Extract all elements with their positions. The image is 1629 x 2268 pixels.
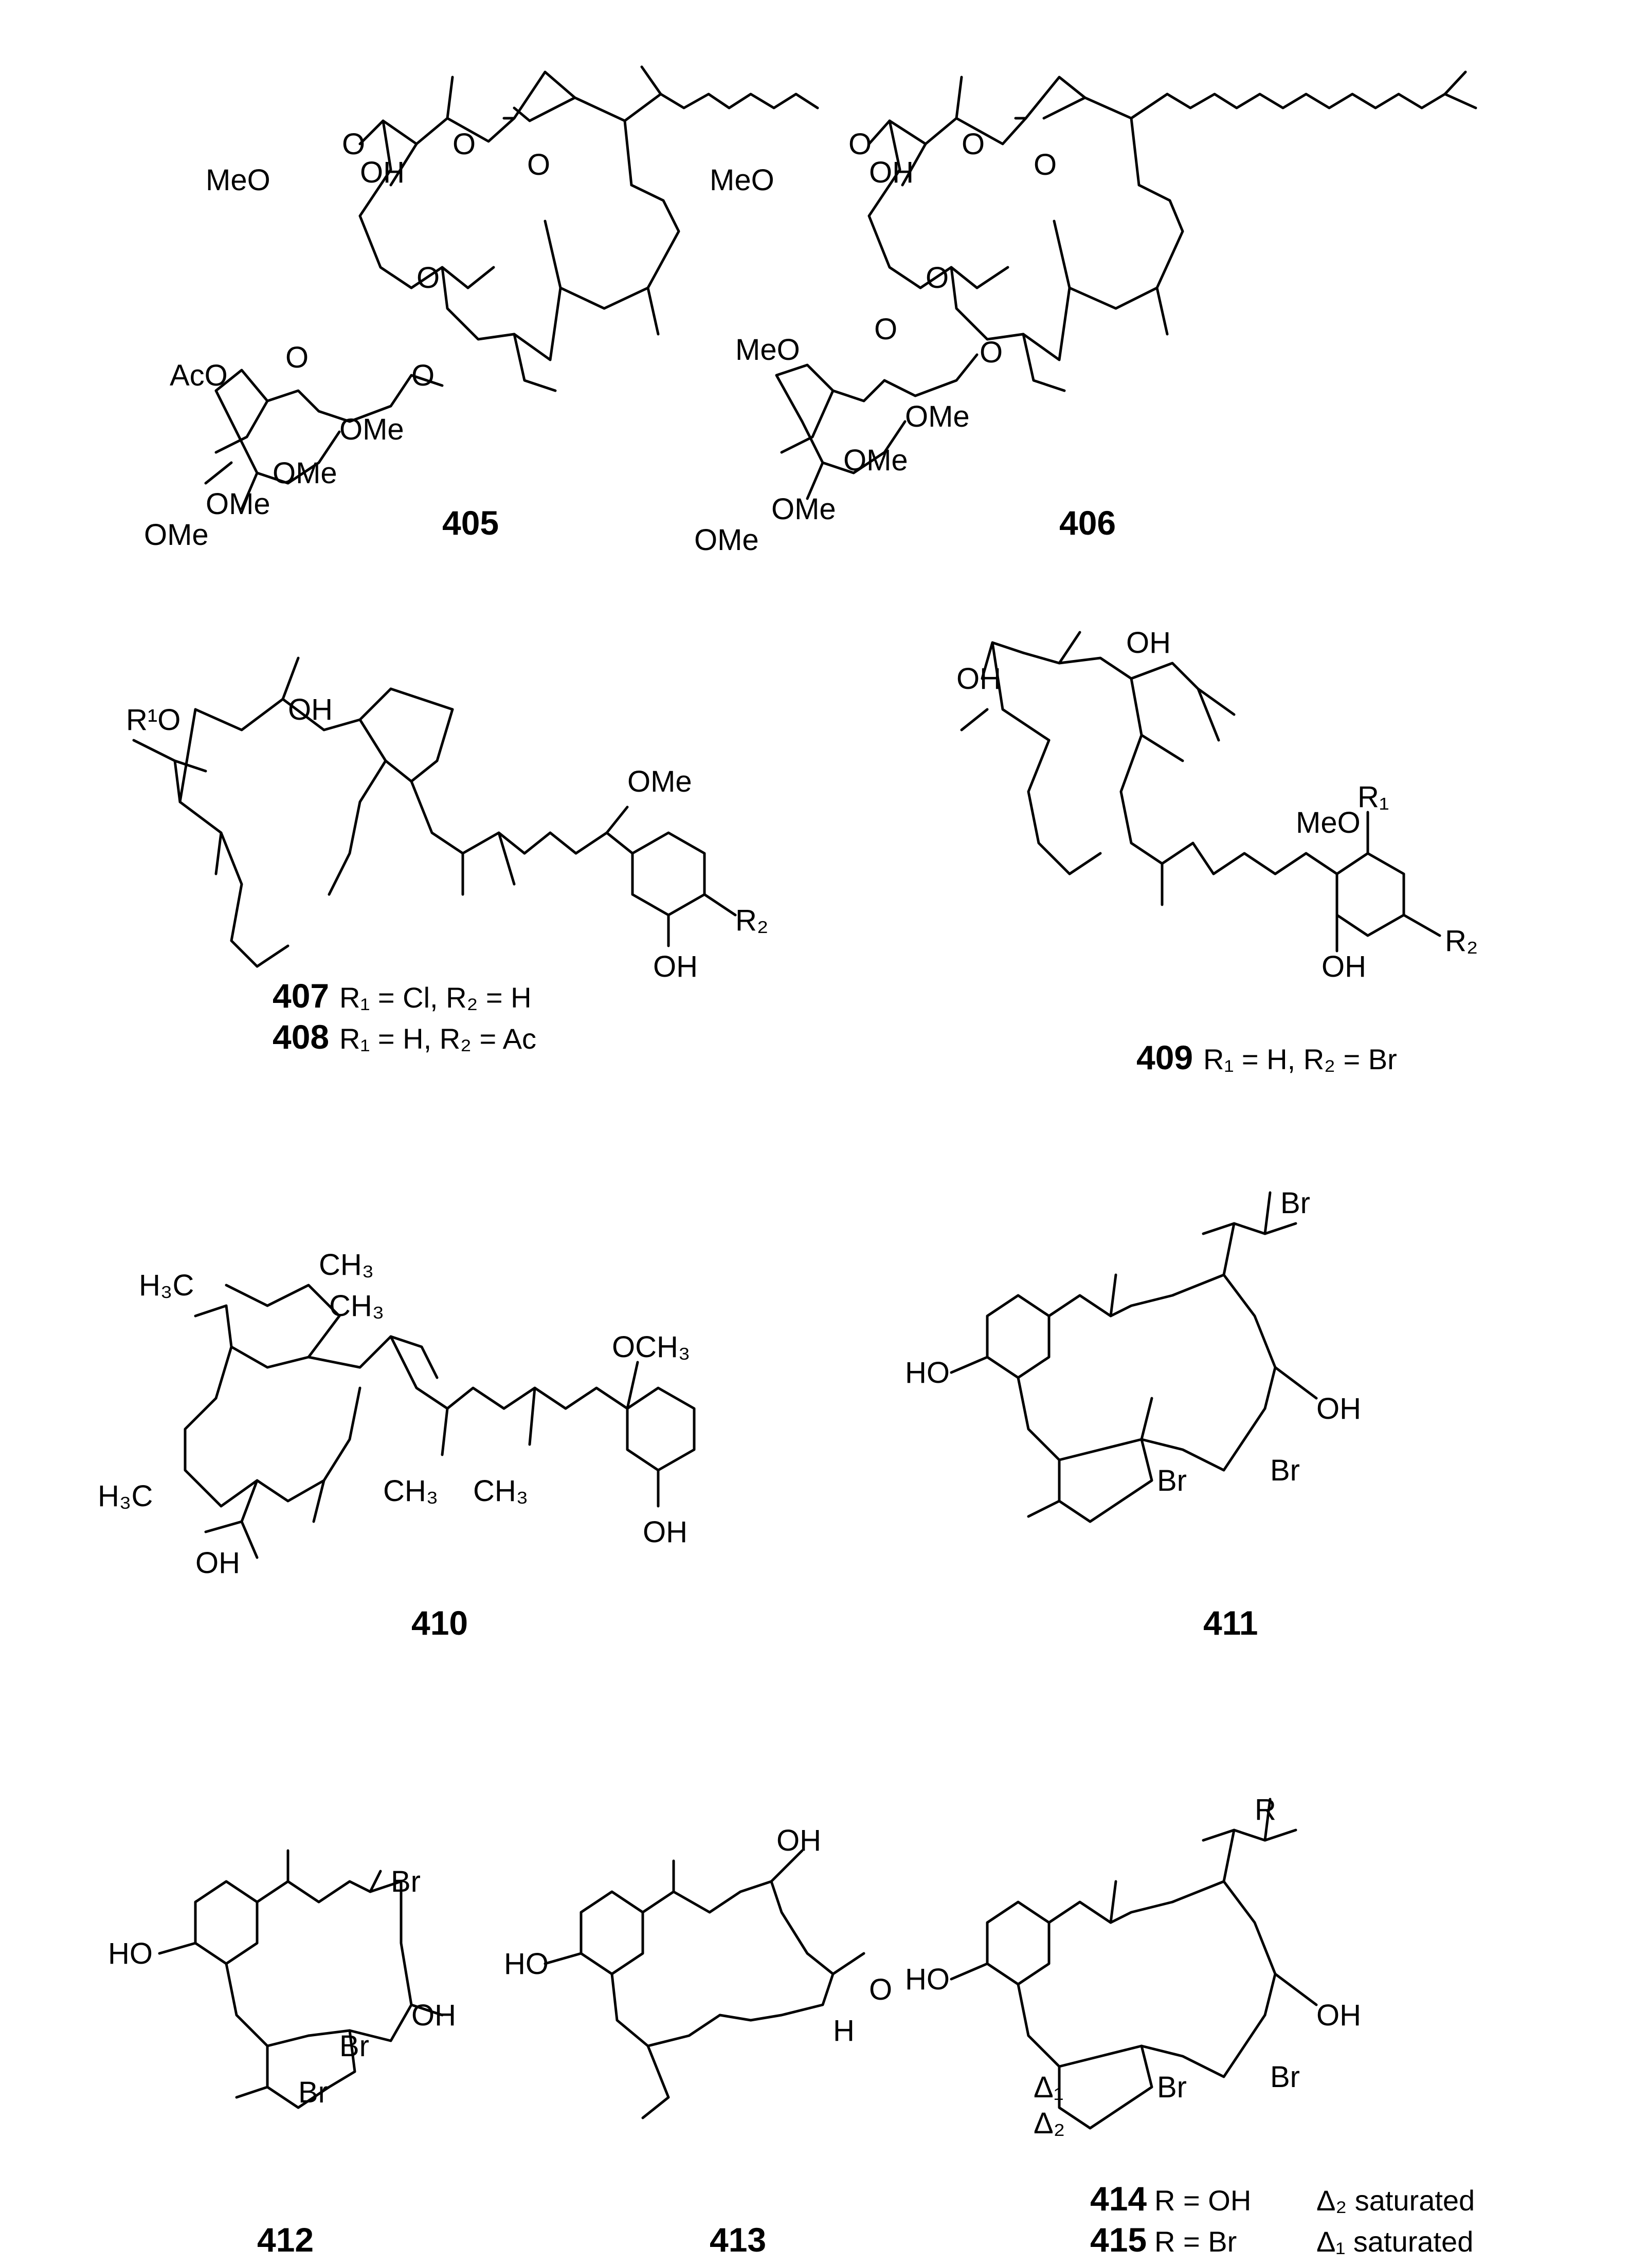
406-pyran-o: O	[926, 261, 949, 295]
412-number: 412	[257, 2221, 314, 2259]
compound-413: OH HO O H 413	[504, 1824, 892, 2259]
411-oh: OH	[1316, 1392, 1361, 1425]
411-br: Br	[1280, 1186, 1310, 1220]
409-r1: R₁	[1358, 780, 1389, 814]
409-number: 409	[1136, 1038, 1193, 1076]
compound-412: Br HO OH Br Br 412	[108, 1849, 456, 2259]
411-br-3: Br	[1157, 1464, 1187, 1497]
410-number: 410	[411, 1604, 468, 1642]
compound-410: H₃C CH₃ CH₃ OCH₃ H₃C OH CH₃ CH₃ OH 410	[98, 1248, 696, 1642]
405-ome-2: OMe	[273, 456, 337, 490]
414-delta-2: Δ₂	[1034, 2107, 1065, 2140]
410-och3: OCH₃	[612, 1330, 691, 1364]
410-ar-oh: OH	[643, 1515, 687, 1549]
408-number: 408	[273, 1018, 329, 1056]
410-ch3-d: CH₃	[473, 1474, 528, 1508]
413-ho: HO	[504, 1947, 549, 1981]
405-oh: OH	[360, 156, 405, 189]
407-r2: R₂	[735, 904, 768, 937]
compound-407: OH R¹O OMe OH R₂ 407 R₁ = Cl, R₂ = H 408…	[126, 656, 768, 1056]
411-ho: HO	[905, 1356, 950, 1389]
compound-405: OH O O O MeO AcO O OMe OMe OMe OMe O O 4…	[144, 65, 819, 552]
compound-406: OH O O O MeO MeO O OMe OMe OMe OMe O O 4…	[694, 70, 1477, 557]
407-r1o: R¹O	[126, 703, 180, 737]
406-ome-1: OMe	[905, 400, 970, 433]
406-link-o: O	[980, 336, 1003, 369]
405-aco: AcO	[170, 359, 228, 392]
412-br: Br	[391, 1865, 421, 1898]
407-ome: OMe	[627, 765, 692, 798]
405-link-o: O	[411, 359, 435, 392]
412-br-3: Br	[298, 2076, 328, 2109]
405-ester-o: O	[452, 127, 476, 161]
410-ch3-c: CH₃	[383, 1474, 438, 1508]
406-ome-4: OMe	[694, 523, 759, 557]
414-br-2: Br	[1157, 2071, 1187, 2104]
compound-411: Br HO OH Br Br 411	[905, 1186, 1361, 1642]
414-caption-delta: Δ₂ saturated	[1316, 2184, 1475, 2217]
406-meo-2: MeO	[735, 333, 800, 367]
405-number: 405	[442, 504, 499, 542]
410-ch3-b: CH₃	[329, 1289, 384, 1323]
413-h: H	[833, 2014, 855, 2047]
415-caption-r: R = Br	[1154, 2225, 1237, 2258]
405-ome-1: OMe	[339, 413, 404, 446]
405-ome-4: OMe	[144, 518, 209, 552]
410-ch3-a: CH₃	[319, 1248, 374, 1282]
408-caption: R₁ = H, R₂ = Ac	[339, 1022, 536, 1055]
410-h3c: H₃C	[139, 1269, 194, 1302]
compound-414: R HO OH Br Br Δ₁ Δ₂ 414 R = OH Δ₂ satura…	[905, 1793, 1475, 2259]
compound-409: OH OH MeO R₁ R₂ OH 409 R₁ = H, R₂ = Br	[956, 626, 1478, 1076]
409-ar-oh: OH	[1322, 950, 1366, 983]
406-ome-2: OMe	[843, 444, 908, 477]
405-carbonyl-o: O	[527, 148, 550, 181]
413-epoxide-o: O	[869, 1973, 892, 2006]
407-number: 407	[273, 977, 329, 1015]
412-ho: HO	[108, 1937, 153, 1970]
406-oh: OH	[869, 156, 914, 189]
405-ome-3: OMe	[206, 487, 270, 521]
414-br: Br	[1270, 2060, 1300, 2094]
409-oh: OH	[1126, 626, 1171, 660]
406-sugar-o: O	[874, 313, 897, 346]
411-number: 411	[1203, 1604, 1258, 1642]
414-oh: OH	[1316, 1999, 1361, 2032]
409-oh-2: OH	[956, 662, 1001, 696]
415-caption-delta: Δ₁ saturated	[1316, 2225, 1473, 2258]
405-pyran-o: O	[417, 261, 440, 295]
405-sugar-o: O	[285, 341, 309, 374]
410-oh: OH	[195, 1546, 240, 1580]
406-meo: MeO	[710, 163, 774, 197]
411-br-2: Br	[1270, 1454, 1300, 1487]
407-oh: OH	[288, 693, 333, 726]
406-ome-3: OMe	[771, 492, 836, 526]
405-meo: MeO	[206, 163, 270, 197]
409-meo: MeO	[1296, 806, 1361, 839]
409-r2: R₂	[1445, 924, 1478, 958]
410-h3c-2: H₃C	[98, 1479, 153, 1513]
406-number: 406	[1059, 504, 1116, 542]
406-carbonyl-o: O	[1034, 148, 1057, 181]
406-ketone-o: O	[848, 127, 872, 161]
407-caption: R₁ = Cl, R₂ = H	[339, 981, 532, 1014]
407-ar-oh: OH	[653, 950, 698, 983]
414-ho: HO	[905, 1963, 950, 1996]
414-number: 414	[1090, 2180, 1147, 2218]
409-caption: R₁ = H, R₂ = Br	[1203, 1043, 1397, 1075]
414-delta-1: Δ₁	[1034, 2071, 1063, 2104]
406-ester-o: O	[962, 127, 985, 161]
413-number: 413	[710, 2221, 766, 2259]
414-caption-r: R = OH	[1154, 2184, 1251, 2217]
414-r: R	[1255, 1793, 1276, 1826]
415-number: 415	[1090, 2221, 1147, 2259]
405-ketone-o: O	[342, 127, 365, 161]
412-oh: OH	[411, 1999, 456, 2032]
412-br-2: Br	[339, 2029, 369, 2063]
413-oh: OH	[776, 1824, 821, 1857]
